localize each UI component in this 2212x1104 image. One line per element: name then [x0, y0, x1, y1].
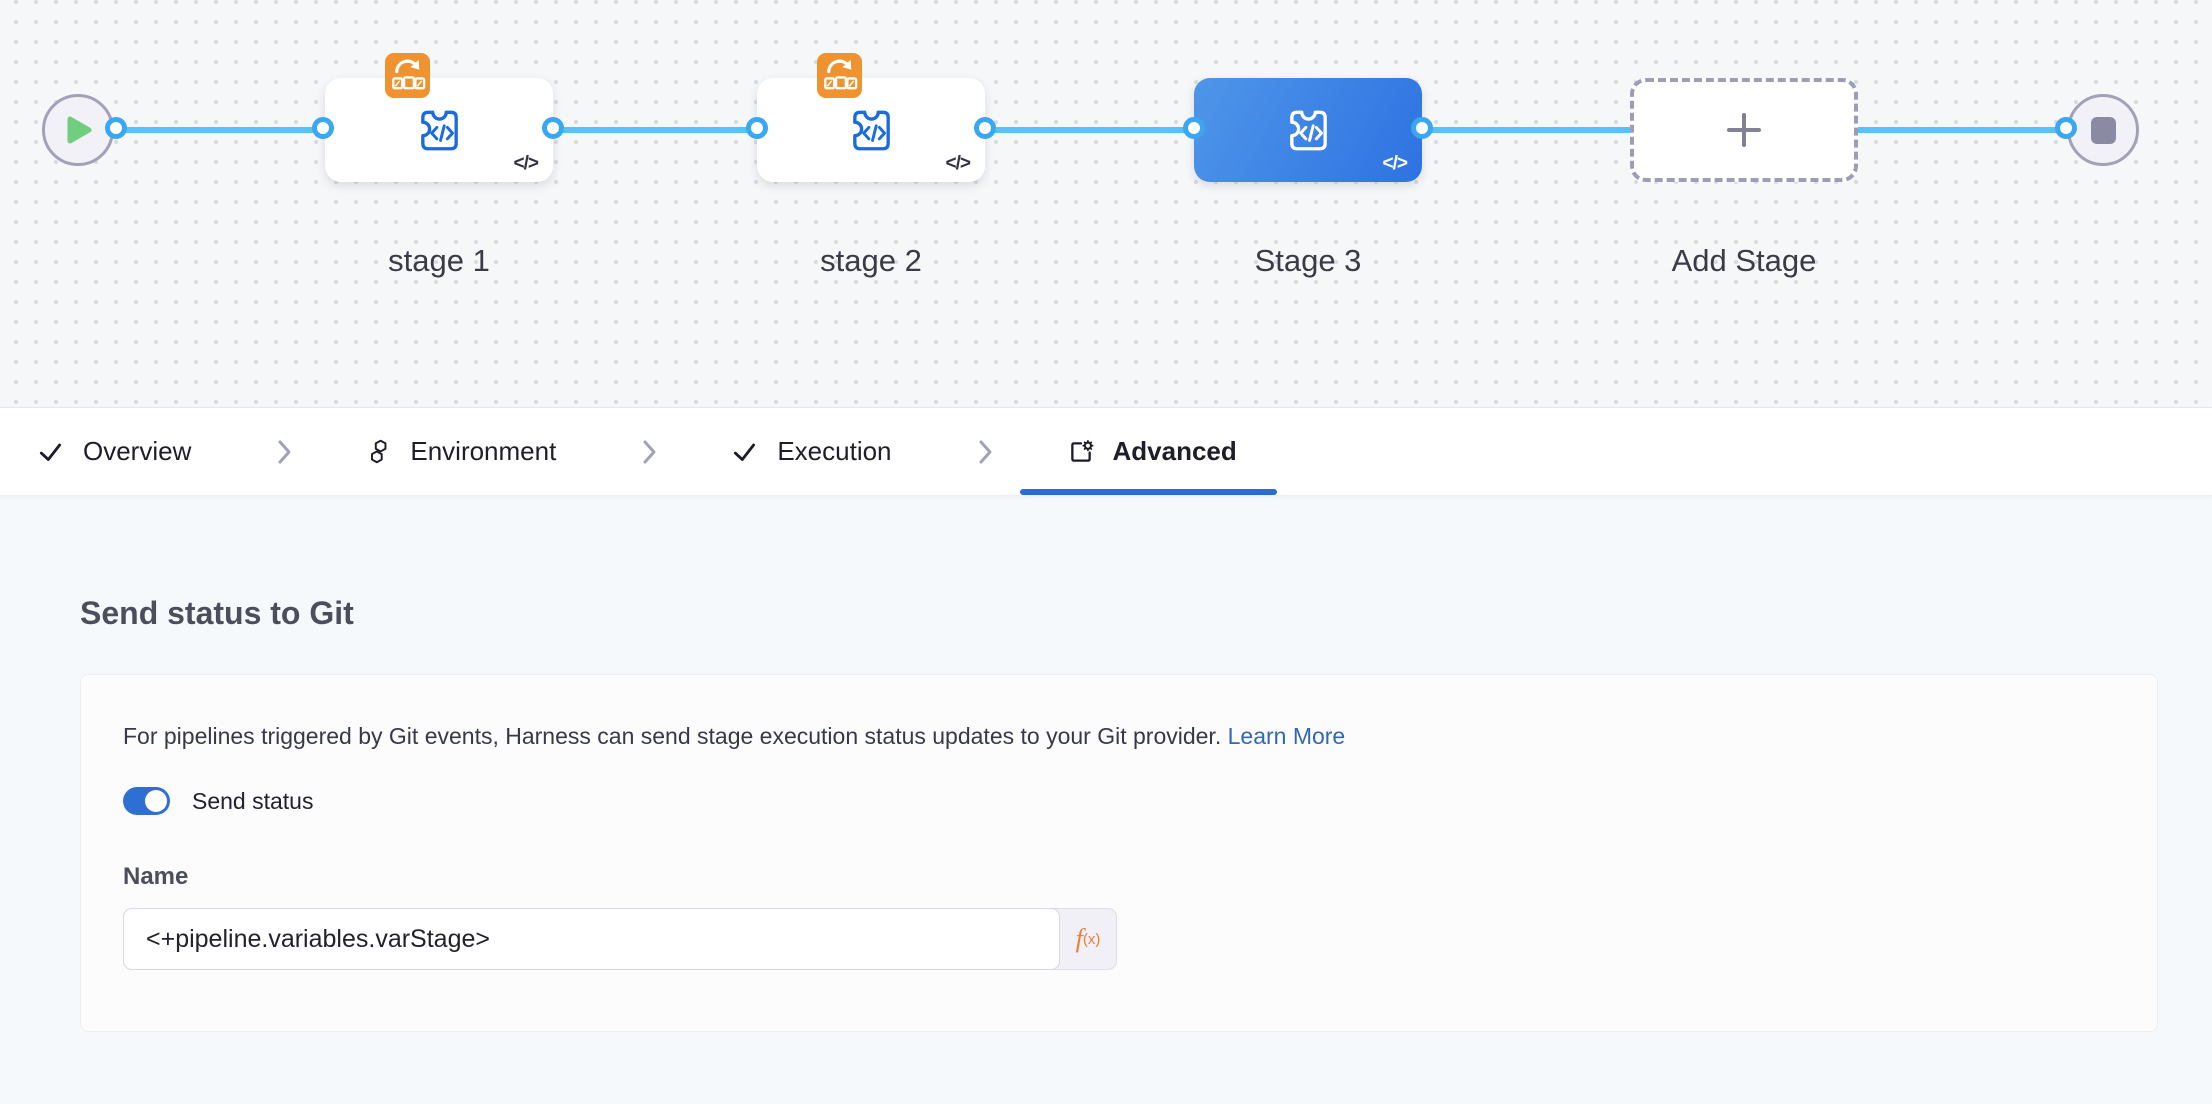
section-heading: Send status to Git — [80, 595, 354, 631]
stage-node-3-selected[interactable]: </> — [1194, 78, 1422, 182]
send-status-toggle-row: Send status — [123, 787, 2117, 815]
learn-more-link[interactable]: Learn More — [1227, 723, 1346, 749]
play-icon — [62, 113, 94, 147]
yaml-code-mark: </> — [513, 153, 540, 174]
stop-icon — [2090, 116, 2116, 144]
tab-label: Environment — [410, 436, 557, 466]
description-text: For pipelines triggered by Git events, H… — [123, 723, 1346, 749]
chevron-right-icon — [974, 437, 996, 467]
plus-icon — [1720, 106, 1768, 154]
tab-overview[interactable]: Overview — [36, 408, 191, 495]
port-stage3-out[interactable] — [1411, 117, 1433, 139]
tab-label: Execution — [777, 436, 892, 466]
tab-execution[interactable]: Execution — [730, 408, 892, 495]
expression-fx-button[interactable]: f(x) — [1075, 924, 1101, 953]
stage-label: stage 2 — [820, 243, 922, 278]
advanced-panel: Send status to Git For pipelines trigger… — [0, 495, 2212, 1104]
check-icon — [730, 438, 760, 466]
name-input-group: f(x) — [123, 908, 1117, 970]
port-start-out[interactable] — [105, 117, 127, 139]
tab-environment[interactable]: Environment — [365, 408, 556, 495]
send-status-card: For pipelines triggered by Git events, H… — [80, 674, 2158, 1032]
pipeline-connector-line — [112, 127, 2070, 133]
stage-label: Stage 3 — [1254, 243, 1362, 278]
fx-icon: f — [1075, 924, 1083, 953]
port-stage1-in[interactable] — [312, 117, 334, 139]
looping-strategy-badge-icon — [817, 53, 862, 98]
stage-label: stage 1 — [388, 243, 490, 278]
custom-stage-icon — [412, 105, 467, 155]
custom-stage-icon — [844, 105, 899, 155]
stage-node-1[interactable]: </> — [325, 53, 553, 182]
chevron-right-icon — [273, 437, 295, 467]
toggle-knob — [145, 790, 167, 812]
yaml-code-mark: </> — [1382, 153, 1409, 174]
port-stage2-out[interactable] — [974, 117, 996, 139]
stage-label: Add Stage — [1671, 243, 1817, 278]
pipeline-start-node[interactable] — [42, 94, 114, 166]
pipeline-canvas[interactable]: </> </> — [0, 0, 2212, 407]
send-status-toggle[interactable] — [123, 787, 170, 815]
port-end-in[interactable] — [2055, 117, 2077, 139]
pipeline-end-node[interactable] — [2067, 94, 2139, 166]
add-stage-button[interactable] — [1630, 78, 1858, 182]
looping-strategy-badge-icon — [385, 53, 430, 98]
stage-config-tabbar: Overview Environment Execution — [0, 407, 2212, 495]
port-stage1-out[interactable] — [542, 117, 564, 139]
toggle-label: Send status — [192, 787, 314, 814]
environment-icon — [365, 438, 393, 466]
advanced-gear-icon — [1066, 437, 1096, 467]
tab-advanced[interactable]: Advanced — [1019, 408, 1278, 495]
tab-label: Advanced — [1112, 436, 1237, 466]
port-stage2-in[interactable] — [746, 117, 768, 139]
chevron-right-icon — [638, 437, 660, 467]
name-input[interactable] — [123, 908, 1060, 970]
port-stage3-in[interactable] — [1183, 117, 1205, 139]
check-icon — [36, 438, 66, 466]
tab-label: Overview — [83, 436, 192, 466]
yaml-code-mark: </> — [945, 153, 972, 174]
stage-node-2[interactable]: </> — [757, 53, 985, 182]
name-field-label: Name — [123, 863, 189, 890]
custom-stage-icon — [1281, 105, 1336, 155]
